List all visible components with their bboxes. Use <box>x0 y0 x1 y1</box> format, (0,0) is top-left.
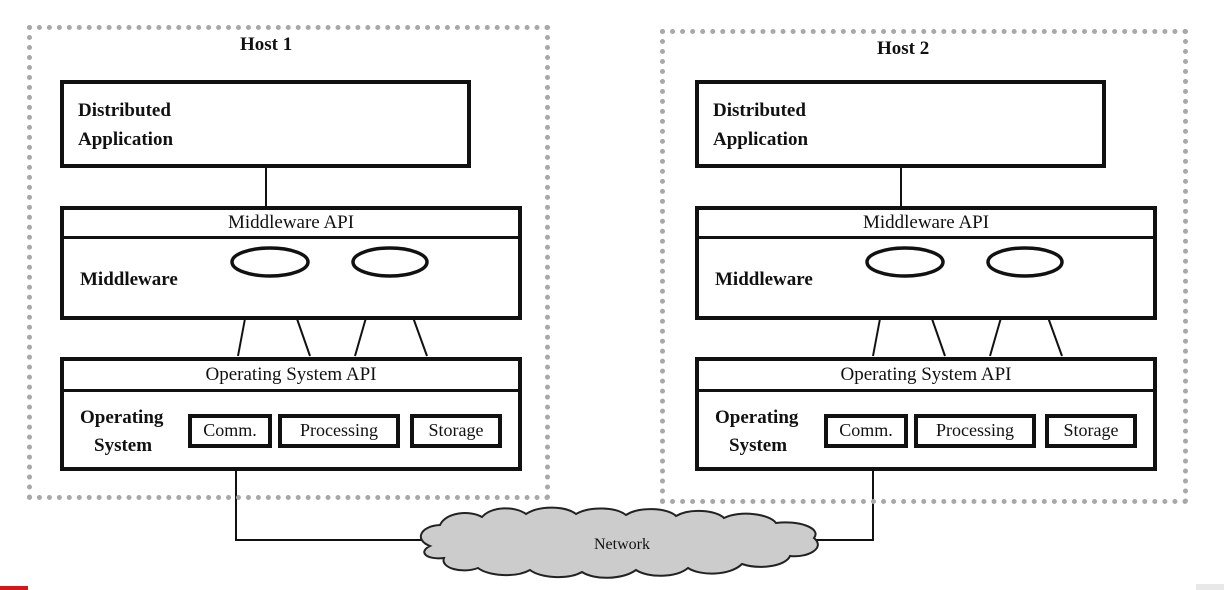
host-1-processing-box: Processing <box>278 414 400 448</box>
ellipse-node-icon <box>986 246 1064 278</box>
ellipse-node-icon <box>351 246 429 278</box>
network-label: Network <box>594 536 650 553</box>
host-2-processing-box: Processing <box>914 414 1036 448</box>
os-api-label: Operating System API <box>205 364 377 385</box>
host-1-title: Host 1 <box>240 34 293 55</box>
os-api-label: Operating System API <box>840 364 1012 385</box>
middleware-label: Middleware <box>80 269 178 290</box>
h2-network-line <box>815 448 874 541</box>
host-2-container <box>660 29 1188 504</box>
os-label-line2: System <box>729 435 788 456</box>
middleware-api-label: Middleware API <box>227 212 355 233</box>
os-label-line2: System <box>94 435 153 456</box>
ellipse-node-icon <box>865 246 945 278</box>
ellipse-node-icon <box>230 246 310 278</box>
host-2-comm-box: Comm. <box>824 414 908 448</box>
os-api-divider <box>699 389 1153 392</box>
cloud-icon <box>419 506 819 579</box>
host-2-storage-box: Storage <box>1045 414 1137 448</box>
os-label-line1: Operating <box>715 407 799 428</box>
os-label-line1: Operating <box>80 407 164 428</box>
host-2-title: Host 2 <box>877 38 930 59</box>
os-api-divider <box>64 389 518 392</box>
application-label-line2: Application <box>78 129 174 150</box>
middleware-label: Middleware <box>715 269 813 290</box>
h1-network-line <box>235 448 430 541</box>
host-1-application-box: Distributed Application <box>60 80 471 168</box>
host-1-storage-box: Storage <box>410 414 502 448</box>
accent-bar <box>0 586 28 590</box>
application-label-line1: Distributed <box>78 100 171 121</box>
middleware-api-label: Middleware API <box>862 212 990 233</box>
application-label-line1: Distributed <box>713 100 806 121</box>
scrollbar-thumb[interactable] <box>1196 584 1224 590</box>
host-1-container <box>27 25 550 500</box>
host-2-application-box: Distributed Application <box>695 80 1106 168</box>
middleware-api-divider <box>64 236 518 239</box>
middleware-api-divider <box>699 236 1153 239</box>
host-1-comm-box: Comm. <box>188 414 272 448</box>
application-label-line2: Application <box>713 129 809 150</box>
